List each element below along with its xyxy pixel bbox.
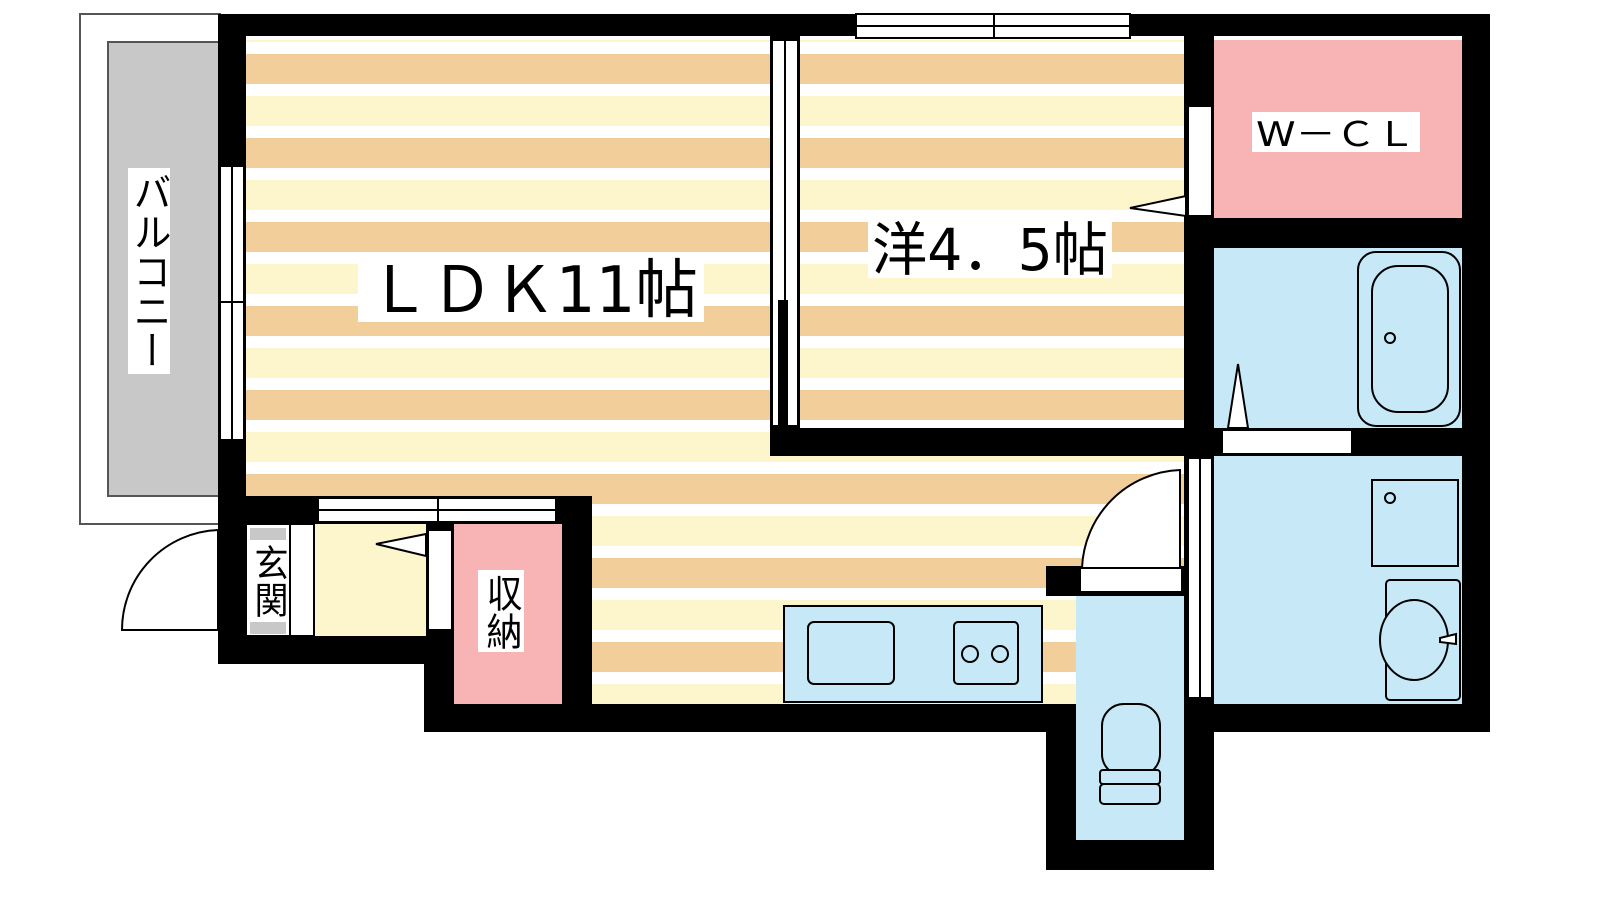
balcony	[79, 13, 221, 525]
top-window	[855, 13, 1131, 39]
entrance-label: 玄関	[248, 544, 288, 618]
balcony-window	[219, 165, 245, 441]
bathroom	[1214, 248, 1462, 455]
ldk-label: ＬＤＫ11帖	[368, 254, 698, 328]
balcony-label: バルコニー	[127, 172, 171, 370]
kitchen-counter	[783, 605, 1043, 703]
walk-in-closet-label: W－ＣＬ	[1256, 115, 1416, 155]
western-room-label: 洋4．5帖	[872, 216, 1108, 284]
toilet	[1076, 468, 1184, 840]
washroom	[1187, 456, 1462, 704]
western-room-sliding-door	[771, 39, 799, 427]
storage-label: 収納	[481, 574, 522, 650]
